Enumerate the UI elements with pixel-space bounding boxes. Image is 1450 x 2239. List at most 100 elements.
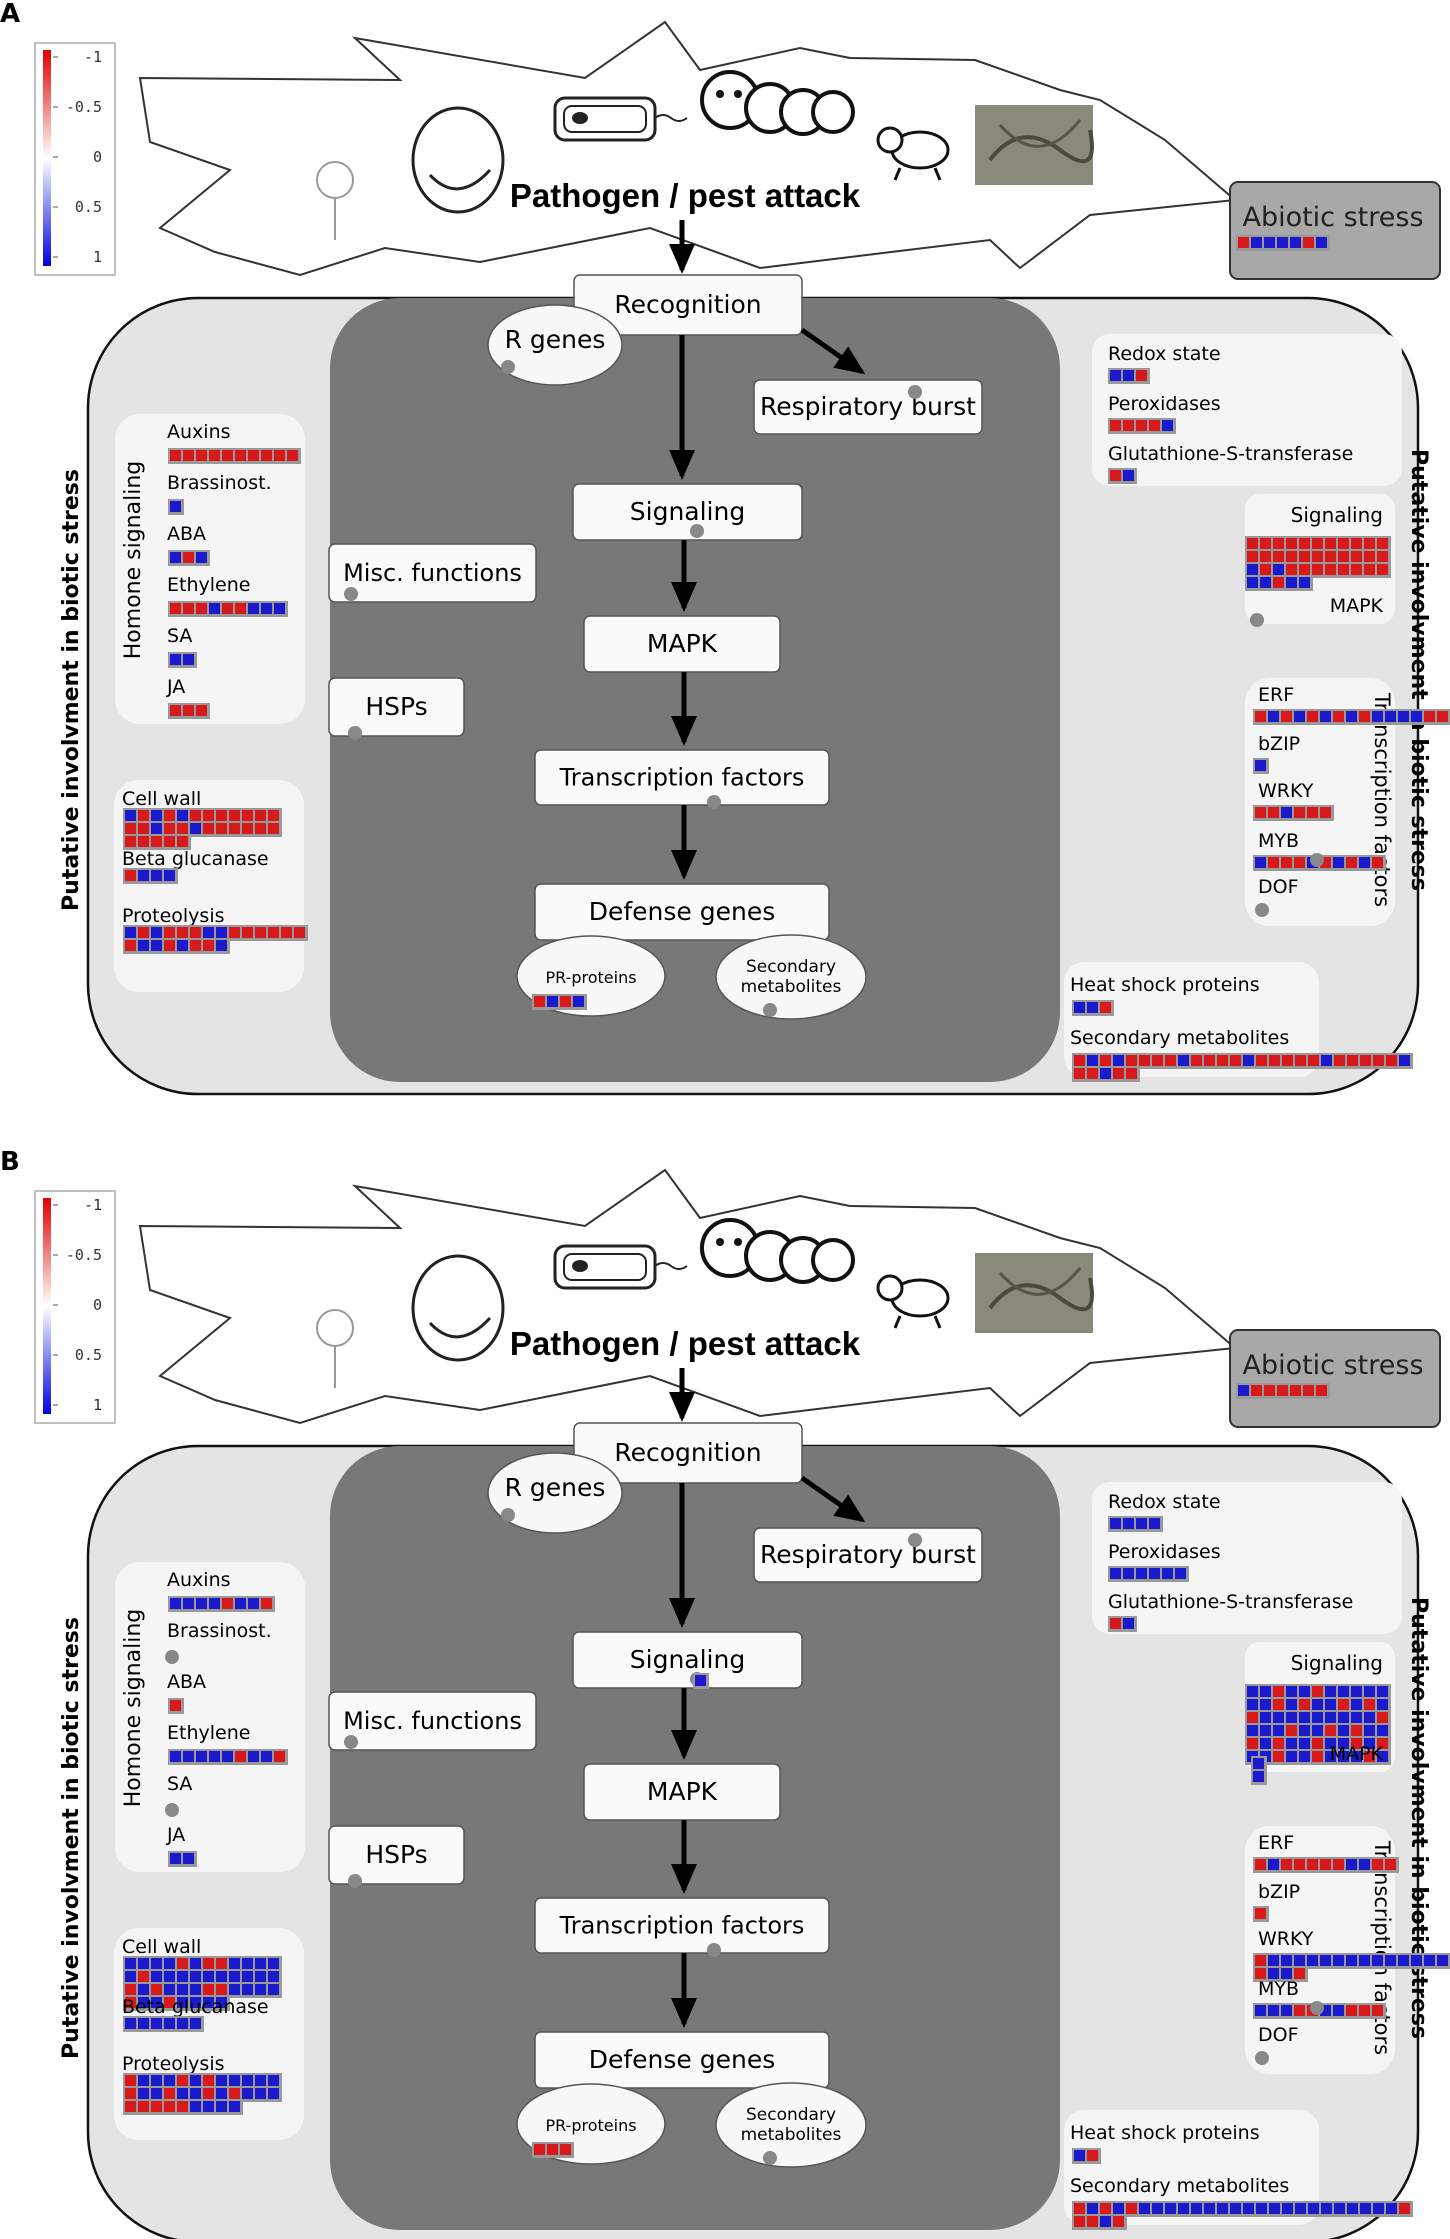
expression-cell [229, 1984, 240, 1995]
expression-cell [268, 2088, 279, 2099]
expression-cell [1294, 857, 1305, 868]
expression-cell [196, 603, 207, 614]
expression-cell [1424, 711, 1435, 722]
hormone-cells [168, 499, 184, 515]
legend-tick: -0.5 [66, 98, 102, 116]
expression-cell [151, 1984, 162, 1995]
misc-functions-label: Misc. functions [343, 559, 522, 587]
expression-cell [125, 870, 136, 881]
tf-label: Transcription factors [1370, 1840, 1394, 2055]
expression-cell [1299, 577, 1310, 588]
expression-cell [1325, 1751, 1336, 1762]
expression-cell [1325, 1725, 1336, 1736]
color-scale-legend: -1-0.500.51 [34, 42, 116, 276]
expression-cell [1303, 237, 1314, 248]
expression-cell [1294, 711, 1305, 722]
expression-cell [209, 603, 220, 614]
expression-cell [1398, 711, 1409, 722]
expression-cell [1286, 1751, 1297, 1762]
expression-cell [1255, 1955, 1266, 1966]
marker-dot [344, 587, 358, 601]
expression-cell [216, 1997, 227, 2008]
expression-cell [1260, 1699, 1271, 1710]
expression-cell [1325, 1738, 1336, 1749]
expression-cell [125, 2088, 136, 2099]
arrow-respiratory-burst [800, 1475, 866, 1523]
abiotic-stress-frame [1229, 1329, 1441, 1428]
expression-cell [196, 705, 207, 716]
expression-cell [151, 836, 162, 847]
expression-cell [1294, 2005, 1305, 2016]
expression-cell [1087, 1068, 1098, 1079]
expression-cell [151, 2088, 162, 2099]
cell-wall-label: Beta glucanase [122, 1996, 269, 2018]
recognition: Recognition [573, 1422, 803, 1484]
expression-cell [1295, 1055, 1306, 1066]
expression-cell [1359, 857, 1370, 868]
pr-proteins-cells [532, 994, 587, 1010]
expression-cell [1268, 807, 1279, 818]
legend-tick: 1 [93, 1396, 102, 1414]
marker-dot [1255, 903, 1269, 917]
recognition-box [573, 1422, 803, 1484]
expression-cell [1321, 1055, 1332, 1066]
arrow-to-tf [671, 672, 697, 746]
expression-cell [183, 654, 194, 665]
hormone-label: SA [167, 625, 192, 647]
signaling-box [572, 483, 803, 541]
expression-cell [1325, 1712, 1336, 1723]
signaling-box [572, 1631, 803, 1689]
arrow-to-tf [671, 1820, 697, 1894]
expression-cell [177, 1958, 188, 1969]
expression-cell [255, 1971, 266, 1982]
expression-cell [1351, 1725, 1362, 1736]
expression-cell [1308, 2203, 1319, 2214]
expression-cell [1359, 1955, 1370, 1966]
hormone-label: Ethylene [167, 1722, 250, 1744]
abiotic-stress-frame [1229, 181, 1441, 280]
expression-cell [1281, 1955, 1292, 1966]
expression-cell [138, 2101, 149, 2112]
expression-cell [268, 823, 279, 834]
expression-cell [1238, 237, 1249, 248]
expression-cell [222, 1751, 233, 1762]
mapk: MAPK [583, 615, 781, 673]
expression-cell [1377, 1751, 1388, 1762]
expression-cell [164, 1971, 175, 1982]
expression-cell [151, 1971, 162, 1982]
expression-cell [1152, 1055, 1163, 1066]
expression-cell [1299, 538, 1310, 549]
cell-wall-cells [123, 808, 282, 850]
pr-proteins-label: PR-proteins [545, 2116, 636, 2135]
expression-cell [1316, 1385, 1327, 1396]
expression-cell [190, 1971, 201, 1982]
cell-wall-cells [123, 2016, 204, 2032]
expression-cell [1364, 1712, 1375, 1723]
expression-cell [190, 1984, 201, 1995]
heat-frame [1064, 2110, 1319, 2225]
expression-cell [1294, 1955, 1305, 1966]
arrow-to-signaling [669, 335, 695, 480]
expression-cell [1351, 1712, 1362, 1723]
expression-cell [1255, 711, 1266, 722]
expression-cell [196, 1598, 207, 1609]
expression-cell [1299, 1725, 1310, 1736]
tf-item-label: MYB [1258, 1978, 1299, 2000]
heat-shock-cells [1072, 1000, 1114, 1016]
expression-cell [1320, 711, 1331, 722]
defense-genes-label: Defense genes [589, 2045, 776, 2074]
expression-cell [125, 2101, 136, 2112]
legend-tick: 0 [93, 148, 102, 166]
expression-cell [1247, 1725, 1258, 1736]
expression-cell [151, 940, 162, 951]
expression-cell [1087, 1002, 1098, 1013]
expression-cell [203, 940, 214, 951]
expression-cell [216, 927, 227, 938]
expression-cell [1334, 1055, 1345, 1066]
expression-cell [1178, 1055, 1189, 1066]
tf-item-label: ERF [1258, 684, 1294, 706]
expression-cell [125, 1984, 136, 1995]
attack-arrow [669, 1368, 695, 1422]
